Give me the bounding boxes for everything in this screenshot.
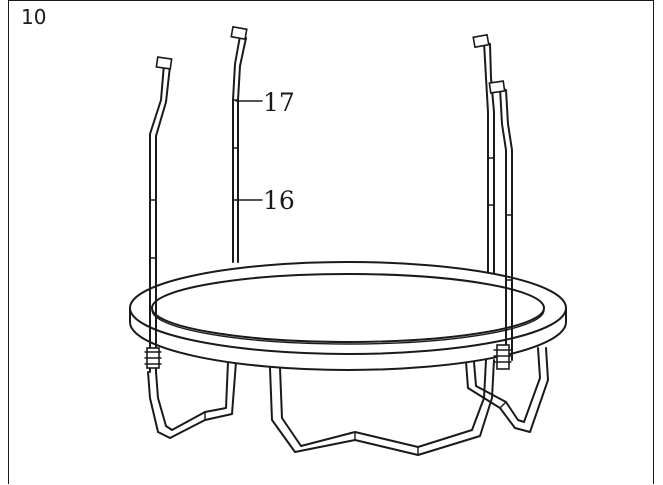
pole-back-left (230, 25, 248, 263)
step-number: 10 (21, 5, 47, 29)
leg-right (465, 347, 549, 433)
callout-label-16: 16 (263, 186, 295, 215)
leg-front-center (269, 359, 495, 456)
trampoline-frame (129, 261, 567, 371)
leg-left (147, 361, 237, 439)
pole-front-right (488, 80, 513, 370)
diagram-frame: 10 (8, 0, 654, 484)
pole-back-right (472, 33, 495, 281)
callout-label-17: 17 (263, 88, 295, 117)
pole-front-left (144, 56, 173, 373)
